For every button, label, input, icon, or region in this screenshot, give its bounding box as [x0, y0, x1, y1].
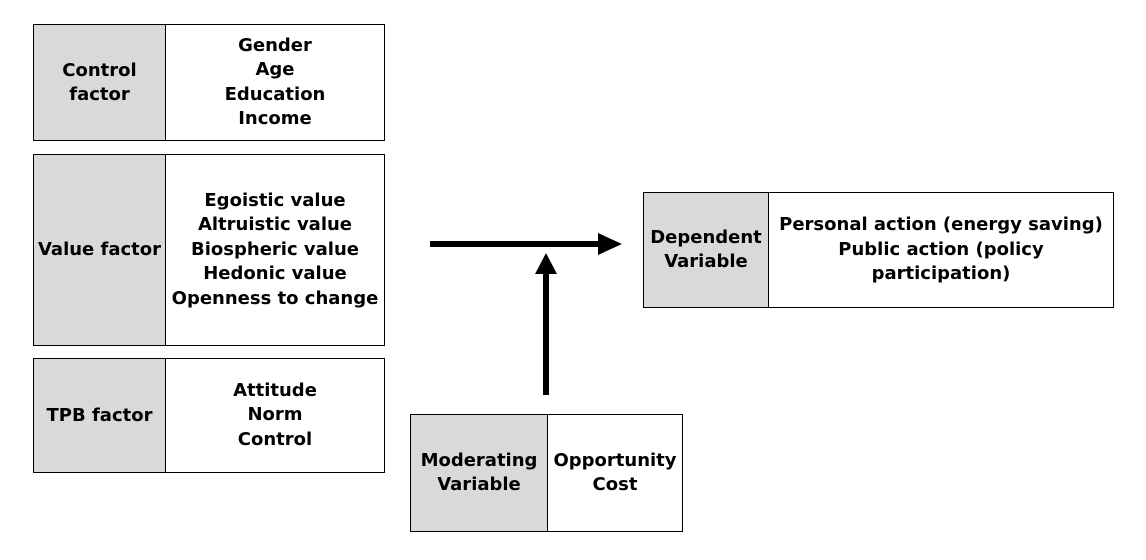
dependent-variable-item: Personal action (energy saving)	[779, 214, 1103, 236]
moderating-variable-label: Moderating Variable	[411, 415, 548, 531]
value-factor-box: Value factor Egoistic value Altruistic v…	[33, 154, 385, 346]
control-factor-item: Gender	[238, 34, 312, 56]
dependent-variable-box: Dependent Variable Personal action (ener…	[643, 192, 1114, 308]
value-factor-item: Egoistic value	[204, 189, 346, 211]
tpb-factor-label-line: TPB factor	[46, 404, 153, 426]
dependent-variable-label-line: Variable	[664, 251, 748, 272]
control-factor-item: Income	[238, 108, 312, 129]
control-factor-item: Education	[224, 83, 326, 105]
tpb-factor-item: Control	[237, 428, 313, 450]
tpb-factor-box: TPB factor Attitude Norm Control	[33, 358, 385, 473]
tpb-factor-items: Attitude Norm Control	[166, 359, 384, 472]
value-factor-item: Hedonic value	[203, 263, 347, 285]
horizontal-arrow-head	[598, 233, 622, 255]
moderating-variable-item: Opportunity	[553, 449, 677, 471]
moderating-variable-box: Moderating Variable Opportunity Cost	[410, 414, 683, 532]
control-factor-box: Control factor Gender Age Education Inco…	[33, 24, 385, 141]
value-factor-items: Egoistic value Altruistic value Biospher…	[166, 155, 384, 345]
horizontal-arrow	[430, 233, 622, 255]
value-factor-label-line: Value factor	[37, 239, 162, 260]
value-factor-label: Value factor	[34, 155, 166, 345]
value-factor-item: Biospheric value	[191, 238, 359, 260]
control-factor-label-line: factor	[69, 83, 130, 105]
value-factor-item: Altruistic value	[197, 214, 353, 236]
tpb-factor-item: Attitude	[233, 379, 317, 401]
dependent-variable-label-line: Dependent	[650, 227, 762, 248]
tpb-factor-label: TPB factor	[34, 359, 166, 472]
control-factor-label: Control factor	[34, 25, 166, 140]
vertical-arrow	[535, 253, 557, 395]
dependent-variable-item: Public action (policy	[838, 238, 1044, 260]
moderating-variable-items: Opportunity Cost	[548, 415, 682, 531]
tpb-factor-item: Norm	[247, 404, 303, 426]
control-factor-item: Age	[255, 59, 295, 80]
moderating-variable-item: Cost	[592, 474, 638, 495]
dependent-variable-label: Dependent Variable	[644, 193, 769, 307]
moderating-variable-label-line: Moderating	[420, 450, 538, 471]
dependent-variable-item: participation)	[871, 263, 1011, 285]
control-factor-items: Gender Age Education Income	[166, 25, 384, 140]
value-factor-item: Openness to change	[171, 287, 379, 309]
control-factor-label-line: Control	[62, 59, 137, 81]
dependent-variable-items: Personal action (energy saving) Public a…	[769, 193, 1113, 307]
vertical-arrow-head	[535, 253, 557, 274]
moderating-variable-label-line: Variable	[437, 474, 521, 495]
